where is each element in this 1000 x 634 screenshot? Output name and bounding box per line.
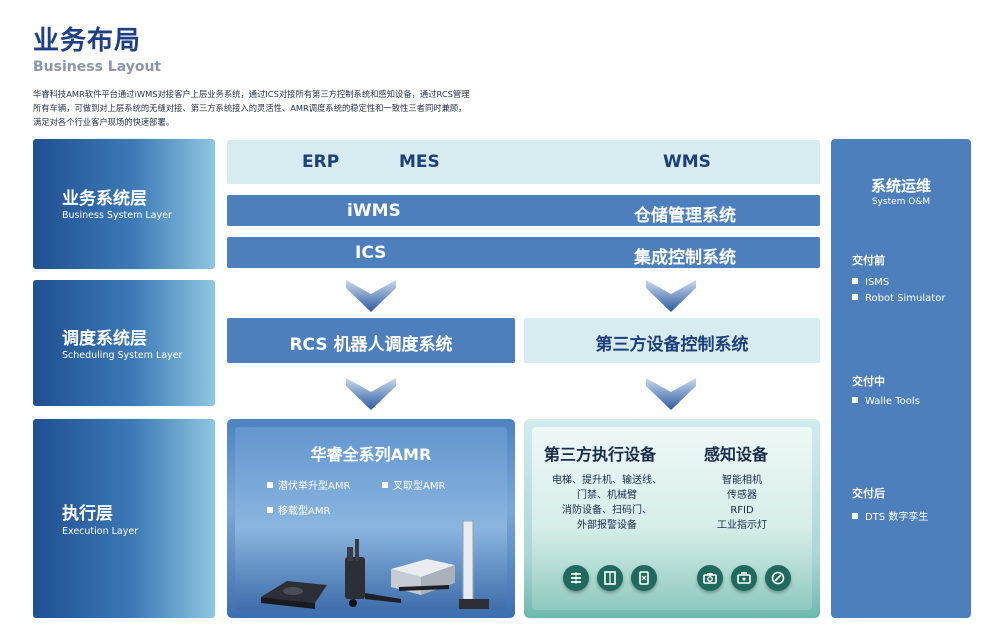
sense-device-line: RFID [730, 505, 754, 516]
iwms-row: iWMS 仓储管理系统 [227, 195, 820, 226]
om-before-item: ISMS [852, 277, 889, 288]
down-arrow-icon [646, 378, 696, 410]
system-om-panel: 系统运维 System O&M 交付前 ISMS Robot Simulator… [831, 139, 971, 618]
execution-layer-label: 执行层 Execution Layer [33, 419, 215, 618]
business-layer-label: 业务系统层 Business System Layer [33, 139, 215, 269]
om-during-item: Walle Tools [852, 396, 920, 407]
execution-layer-zh: 执行层 [62, 504, 113, 524]
ics-desc: 集成控制系统 [634, 248, 736, 268]
om-title: 系统运维 [870, 177, 931, 195]
devices-panel: 第三方执行设备 感知设备 电梯、提升机、输送线、 门禁、机械臂 消防设备、扫码门… [524, 419, 820, 618]
amr-item: 移载型AMR [267, 502, 330, 517]
amr-panel-inner [235, 427, 507, 610]
down-arrow-icon [346, 280, 396, 312]
iwms-label: iWMS [347, 201, 401, 221]
amr-item: 潜伏举升型AMR [267, 477, 350, 492]
door-icon [597, 565, 623, 591]
execution-layer-en: Execution Layer [62, 526, 139, 537]
ics-row: ICS 集成控制系统 [227, 237, 820, 268]
scanner-icon [631, 565, 657, 591]
om-before-label: 交付前 [852, 254, 885, 267]
om-subtitle: System O&M [871, 197, 931, 207]
third-party-control-row: 第三方设备控制系统 [524, 318, 820, 363]
sense-device-line: 智能相机 [722, 475, 762, 486]
sense-device-line: 工业指示灯 [717, 520, 767, 531]
om-before-item: Robot Simulator [852, 293, 945, 304]
sense-devices-title: 感知设备 [704, 445, 769, 464]
scheduling-layer-label: 调度系统层 Scheduling System Layer [33, 280, 215, 406]
page-title: 业务布局 [33, 26, 142, 56]
intro-text: 华睿科技AMR软件平台通过iWMS对接客户上层业务系统，通过ICS对接所有第三方… [33, 89, 470, 127]
business-layer-en: Business System Layer [62, 210, 172, 221]
wms-label: WMS [663, 152, 711, 172]
mes-label: MES [399, 152, 440, 172]
rfid-icon [731, 565, 757, 591]
elevator-icon [563, 565, 589, 591]
ics-label: ICS [355, 243, 387, 263]
amr-item: 叉取型AMR [382, 477, 445, 492]
erp-mes-wms-row: ERP MES WMS [227, 140, 820, 184]
down-arrow-icon [646, 280, 696, 312]
exec-devices-title: 第三方执行设备 [544, 445, 657, 464]
exec-device-line: 外部报警设备 [577, 520, 637, 531]
scheduling-layer-en: Scheduling System Layer [62, 350, 183, 361]
erp-label: ERP [302, 152, 340, 172]
signal-icon [765, 565, 791, 591]
exec-device-line: 门禁、机械臂 [577, 490, 637, 501]
exec-device-line: 消防设备、扫码门、 [562, 505, 652, 516]
business-layer-zh: 业务系统层 [62, 189, 147, 209]
om-during-label: 交付中 [852, 375, 885, 388]
down-arrow-icon [346, 378, 396, 410]
page-subtitle: Business Layout [33, 59, 162, 75]
sense-device-line: 传感器 [727, 490, 757, 501]
amr-title: 华睿全系列AMR [310, 445, 432, 464]
third-party-control-label: 第三方设备控制系统 [595, 335, 749, 355]
amr-robots-illustration [261, 520, 489, 609]
amr-panel: 华睿全系列AMR 潜伏举升型AMR 叉取型AMR 移载型AMR [227, 419, 515, 618]
rcs-row: RCS 机器人调度系统 [227, 318, 515, 363]
om-after-item: DTS 数字孪生 [852, 508, 928, 523]
rcs-label: RCS 机器人调度系统 [289, 335, 453, 355]
camera-icon [697, 565, 723, 591]
exec-device-line: 电梯、提升机、输送线、 [552, 475, 662, 486]
scheduling-layer-zh: 调度系统层 [62, 329, 147, 349]
om-after-label: 交付后 [852, 487, 885, 500]
iwms-desc: 仓储管理系统 [634, 206, 736, 226]
